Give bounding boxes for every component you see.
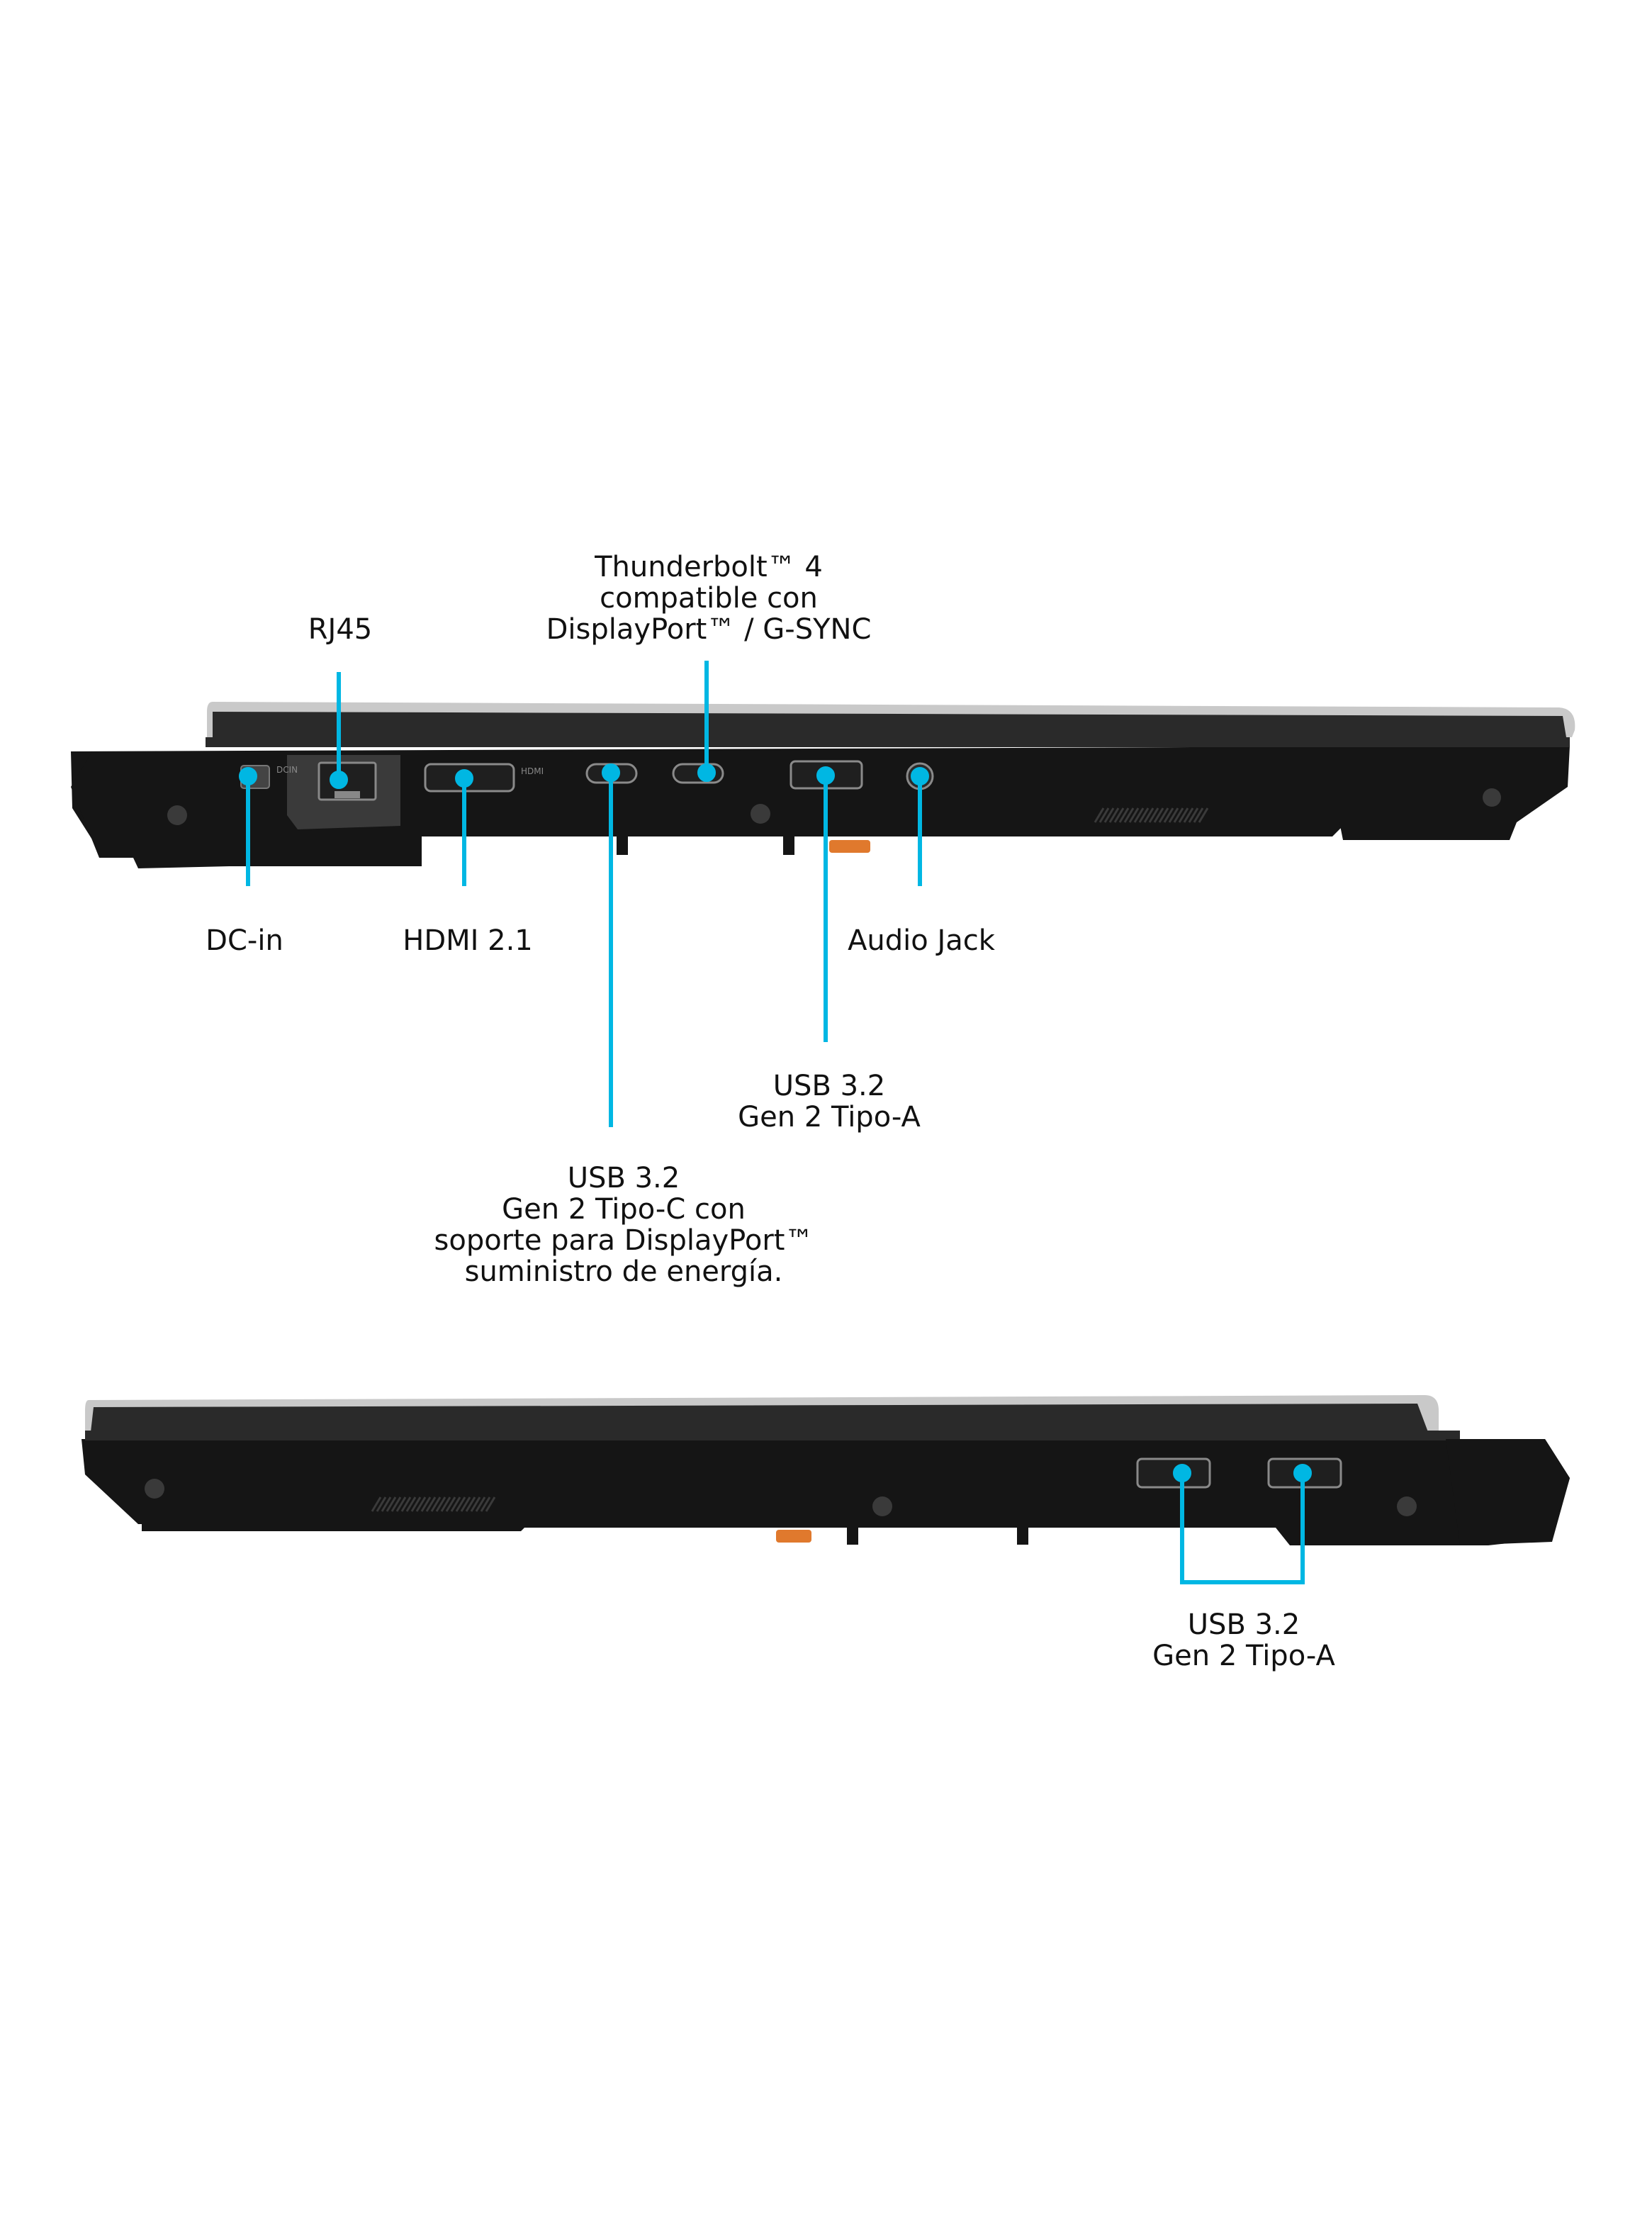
vent-slit — [1148, 807, 1159, 823]
label-hdmi: HDMI 2.1 — [403, 924, 533, 957]
vent-slit — [1198, 807, 1209, 823]
vent-slit — [1128, 807, 1140, 823]
callout-dot-audio-jack — [911, 767, 929, 785]
vent-slit — [410, 1496, 422, 1512]
vent-slit — [445, 1496, 456, 1512]
right-side-laptop — [82, 1395, 1570, 1545]
vent-slit — [1183, 807, 1194, 823]
callout-dot-usb-c — [602, 763, 620, 782]
left-side-callouts — [239, 661, 929, 1127]
callout-dot-usb-a — [816, 766, 835, 785]
label-dc-in: DC-in — [206, 924, 283, 957]
vent-slit — [1193, 807, 1204, 823]
vent-slit — [1143, 807, 1154, 823]
hinge-accent — [776, 1530, 811, 1543]
callout-dot-rj45 — [330, 771, 348, 789]
under-bumper — [138, 829, 422, 866]
screw — [1397, 1496, 1417, 1516]
rear-foot — [1339, 822, 1517, 840]
label-thunderbolt: Thunderbolt™ 4 compatible con DisplayPor… — [546, 551, 872, 646]
vent-slit — [1103, 807, 1115, 823]
hinge-accent — [829, 840, 870, 853]
screw — [145, 1479, 164, 1499]
label-rj45: RJ45 — [308, 613, 373, 646]
screw — [167, 805, 187, 825]
vent-slit — [1138, 807, 1150, 823]
vent-slit — [430, 1496, 442, 1512]
vent-slit — [1113, 807, 1125, 823]
hdmi-marking: HDMI — [521, 766, 544, 776]
label-usb-a-left: USB 3.2 Gen 2 Tipo-A — [738, 1070, 921, 1134]
vent-slit — [1108, 807, 1120, 823]
screw — [1483, 788, 1501, 807]
vent-slit — [1158, 807, 1169, 823]
vent-slit — [1133, 807, 1145, 823]
label-usb-c: USB 3.2 Gen 2 Tipo-C con soporte para Di… — [434, 1162, 814, 1288]
right-side-callouts — [1173, 1464, 1312, 1584]
hinge-tab — [783, 836, 794, 855]
lid-top — [91, 1404, 1428, 1432]
vent-slit — [1163, 807, 1174, 823]
callout-dot-thunderbolt — [697, 763, 716, 782]
vent-slit — [420, 1496, 432, 1512]
vent-slit — [405, 1496, 417, 1512]
vent-slit — [386, 1496, 397, 1512]
vent-slit — [485, 1496, 496, 1512]
lid-top — [213, 712, 1566, 737]
dc-in-marking: DCIN — [276, 765, 298, 775]
top-edge-highlight — [85, 1431, 1460, 1440]
screw — [872, 1496, 892, 1516]
vent-slit — [425, 1496, 437, 1512]
vent-slit — [381, 1496, 392, 1512]
vent-slit — [1173, 807, 1184, 823]
vent-slit — [415, 1496, 427, 1512]
rear-wedge — [1446, 1439, 1570, 1545]
callout-dot-dc-in — [239, 767, 257, 785]
rj45-clip — [335, 791, 360, 798]
vent-slit — [1098, 807, 1110, 823]
vent-slit — [395, 1496, 407, 1512]
vent-slit — [400, 1496, 412, 1512]
vent-slit — [1118, 807, 1130, 823]
vent-slit — [450, 1496, 461, 1512]
vent-slit — [371, 1496, 382, 1512]
vent-slit — [470, 1496, 481, 1512]
label-usb-a-right: USB 3.2 Gen 2 Tipo-A — [1152, 1608, 1335, 1672]
label-audio-jack: Audio Jack — [848, 924, 995, 957]
hinge-tab — [617, 836, 628, 855]
left-side-laptop: DCIN HDMI — [71, 702, 1575, 868]
vent-grille — [1094, 807, 1209, 823]
vent-slit — [1094, 807, 1105, 823]
vent-slit — [1153, 807, 1164, 823]
vent-slit — [455, 1496, 466, 1512]
vent-slit — [1178, 807, 1189, 823]
vent-slit — [1168, 807, 1179, 823]
vent-slit — [465, 1496, 476, 1512]
vent-slit — [480, 1496, 491, 1512]
hinge-tab — [847, 1528, 858, 1545]
vent-slit — [460, 1496, 471, 1512]
front-foot — [142, 1517, 305, 1531]
vent-slit — [435, 1496, 446, 1512]
vent-slit — [376, 1496, 387, 1512]
hinge-tab — [1017, 1528, 1028, 1545]
vent-slit — [440, 1496, 451, 1512]
screw — [751, 804, 770, 824]
callout-dot-hdmi — [455, 769, 473, 788]
vent-slit — [390, 1496, 402, 1512]
callout-bracket-usb-a — [1180, 1473, 1305, 1584]
vent-slit — [475, 1496, 486, 1512]
top-edge-highlight — [206, 737, 1570, 747]
vent-slit — [1188, 807, 1199, 823]
vent-grille — [371, 1496, 496, 1512]
vent-slit — [1123, 807, 1135, 823]
